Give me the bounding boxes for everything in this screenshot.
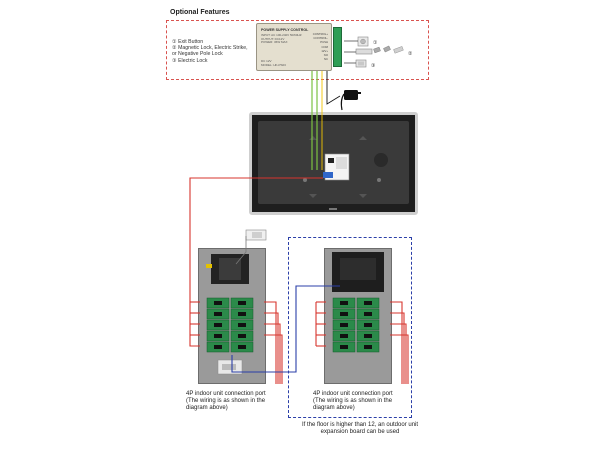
psu-terminal-nc: NC (323, 57, 328, 62)
module-chip (214, 323, 222, 327)
magnetic-lock-icon (355, 45, 404, 55)
red-bus-wire (189, 177, 409, 384)
module-chip (238, 334, 246, 338)
psu-terminal-no: NO (323, 53, 328, 58)
module-chip (364, 334, 372, 338)
psu-terminal-control-plus: CONTROL+ (312, 32, 328, 36)
optional-features-box (166, 20, 429, 80)
psu-terminal-block (333, 27, 342, 67)
monitor-mount-holes (303, 178, 381, 210)
module-chip (364, 312, 372, 316)
legend-item-electric-lock: ③ Electric Lock (172, 57, 208, 64)
black-power-wire (326, 71, 341, 105)
power-adapter-icon (340, 90, 361, 111)
psu-title: POWER SUPPLY CONTROL (261, 28, 309, 32)
outdoor-panel-left-details (206, 254, 254, 375)
green-control-wire (311, 71, 318, 170)
module-chip (364, 301, 372, 305)
module-chip (238, 301, 246, 305)
exit-button-device-icon (245, 229, 267, 241)
module-chip (364, 323, 372, 327)
module-chip (238, 345, 246, 349)
monitor-connector-board (323, 153, 350, 181)
tamper-switch-left (217, 359, 243, 375)
speaker-grille-icon (374, 153, 388, 167)
marker-exit-button: ① (373, 40, 378, 46)
legend-item-exit-button: ① Exit Button (172, 39, 204, 45)
blue-expansion-wire (231, 285, 340, 373)
psu-model-voltage: DC 12V (261, 59, 272, 63)
right-port-caption: 4P indoor unit connection port (The wiri… (313, 391, 393, 412)
module-chip (340, 301, 348, 305)
marker-magnetic-lock: ② (408, 51, 413, 57)
optional-devices-icons: ① ② ③ (344, 36, 413, 69)
module-chip (238, 323, 246, 327)
power-supply-unit: POWER SUPPLY CONTROL INPUT: AC 100-240V … (256, 23, 332, 71)
left-port-caption: 4P indoor unit connection port (The wiri… (186, 391, 266, 412)
marker-electric-lock: ③ (371, 63, 375, 69)
optional-features-legend: ① Exit Button ② Magnetic Lock, Electric … (172, 39, 248, 64)
optional-features-title: Optional Features (170, 9, 230, 16)
module-chip (238, 312, 246, 316)
legend-item-negative-pole-lock: or Negative Pole Lock (172, 51, 223, 58)
camera-board-left (206, 254, 249, 284)
psu-model-number: MODEL: HK-PS03 (261, 62, 286, 67)
expansion-note: If the floor is higher than 12, an outdo… (301, 422, 419, 436)
expansion-modules-left (206, 297, 254, 353)
psu-spec-power: POWER: 36W MAX (261, 40, 288, 45)
module-chip (214, 312, 222, 316)
indoor-monitor-details (303, 136, 388, 210)
expansion-modules-right (332, 297, 380, 353)
outdoor-panel-right-details (332, 252, 384, 353)
psu-spec-output: OUTPUT: DC12V (261, 36, 285, 41)
electric-lock-icon (355, 59, 367, 68)
psu-terminal-labels: CONTROL+ CONTROL- PUSH COM 12V+ NO NC (313, 32, 328, 61)
module-chip (214, 345, 222, 349)
psu-model: DC 12V MODEL: HK-PS03 (261, 59, 286, 67)
psu-terminal-push: PUSH (320, 40, 328, 45)
psu-terminal-12v: 12V+ (321, 48, 328, 53)
expansion-board-box (288, 237, 412, 418)
module-chip (340, 323, 348, 327)
psu-terminal-com: COM (321, 44, 328, 49)
legend-item-magnetic-lock: ② Magnetic Lock, Electric Strike, (172, 45, 248, 52)
psu-terminal-control-minus: CONTROL- (313, 36, 328, 41)
module-chip (340, 312, 348, 316)
module-chip (340, 334, 348, 338)
psu-specs: INPUT: AC 100-240V 50/60HZ OUTPUT: DC12V… (261, 33, 302, 45)
module-chip (340, 345, 348, 349)
exit-button-cable (235, 236, 247, 265)
module-chip (214, 334, 222, 338)
psu-spec-input: INPUT: AC 100-240V 50/60HZ (261, 33, 302, 37)
exit-button-icon (357, 36, 369, 47)
module-chip (214, 301, 222, 305)
module-chip (364, 345, 372, 349)
